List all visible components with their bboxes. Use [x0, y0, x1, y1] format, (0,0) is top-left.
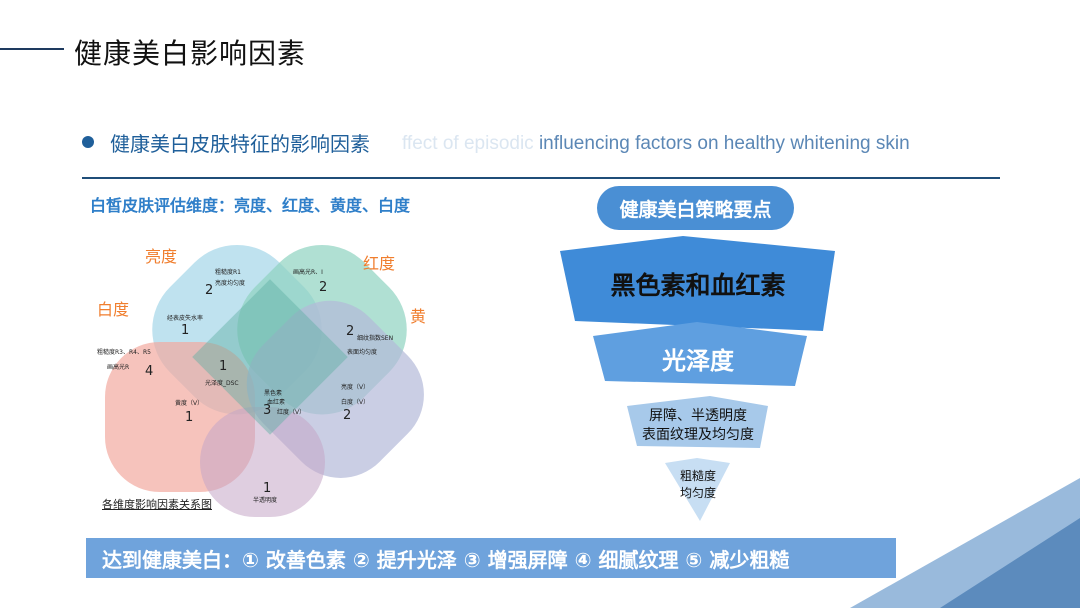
venn-diagram: 亮度 红度 白度 黄度 2 粗糙度R1 亮度均匀度 2 画高光R、I 1 经表皮…	[97, 244, 425, 517]
region-factor: 表面均匀度	[347, 348, 377, 356]
section-divider	[82, 177, 1000, 179]
title-rule	[0, 48, 64, 50]
region-count: 1	[181, 323, 189, 338]
region-factor: 黄度（V）	[175, 399, 203, 407]
region-count: 2	[343, 408, 351, 423]
subtitle-english-main: influencing factors on healthy whitening…	[538, 133, 910, 154]
region-factor: 经表皮失水率	[167, 314, 203, 322]
region-factor: 黑色素	[264, 389, 282, 397]
region-count: 1	[185, 410, 193, 425]
set-label-redness: 红度	[363, 254, 395, 273]
region-count: 4	[145, 364, 153, 379]
subtitle-english-faint: ffect of episodic	[402, 133, 539, 154]
funnel-label-4a: 粗糙度	[680, 468, 716, 483]
region-count: 2	[319, 280, 327, 295]
strategy-title: 健康美白策略要点	[597, 186, 794, 230]
region-factor: 红度（V）	[277, 408, 305, 416]
funnel-level-2	[593, 322, 807, 386]
region-factor: 半透明度	[253, 496, 277, 504]
funnel-label-2: 光泽度	[661, 347, 735, 375]
region-factor: 画高光R、I	[293, 268, 323, 276]
funnel-label-3b: 表面纹理及均匀度	[642, 427, 754, 443]
region-factor: 白度（V）	[341, 398, 369, 406]
venn-caption: 各维度影响因素关系图	[102, 498, 212, 511]
region-factor: 血红素	[267, 398, 285, 406]
set-label-yellowness: 黄度	[410, 307, 425, 326]
funnel-label-3a: 屏障、半透明度	[649, 408, 747, 424]
set-label-whiteness: 白度	[97, 300, 129, 319]
funnel-label-4b: 均匀度	[680, 485, 716, 500]
subtitle-english: ffect of episodic influencing factors on…	[402, 133, 910, 155]
region-factor: 亮度均匀度	[215, 279, 245, 287]
funnel-label-1: 黑色素和血红素	[610, 271, 785, 300]
bullet-dot	[82, 136, 94, 148]
subtitle-chinese: 健康美白皮肤特征的影响因素	[110, 132, 370, 156]
funnel-level-1	[560, 236, 835, 331]
region-factor: 光泽度_DSC	[205, 379, 239, 387]
region-count: 2	[205, 283, 213, 298]
funnel-level-3	[627, 396, 768, 448]
set-label-brightness: 亮度	[145, 247, 177, 266]
region-factor: 亮度（V）	[341, 383, 369, 391]
region-factor: 粗糙度R1	[215, 268, 241, 276]
region-count: 2	[346, 324, 354, 339]
dimensions-label: 白皙皮肤评估维度：亮度、红度、黄度、白度	[90, 196, 411, 215]
region-count: 3	[263, 403, 271, 418]
center-overlap	[192, 279, 348, 435]
corner-decoration	[850, 478, 1080, 608]
page-title: 健康美白影响因素	[74, 37, 307, 70]
strategy-funnel: 黑色素和血红素 光泽度 屏障、半透明度 表面纹理及均匀度 粗糙度 均匀度	[560, 236, 835, 521]
region-count: 1	[263, 481, 271, 496]
translucency-set	[200, 407, 325, 517]
bottom-banner: 达到健康美白：① 改善色素 ② 提升光泽 ③ 增强屏障 ④ 细腻纹理 ⑤ 减少粗…	[86, 538, 896, 578]
region-factor: 画高光R	[107, 363, 129, 371]
region-count: 1	[219, 359, 227, 374]
region-factor: 细纹指数SEN	[357, 334, 393, 342]
funnel-level-4	[665, 458, 730, 521]
region-factor: 粗糙度R3、R4、R5	[97, 348, 151, 356]
